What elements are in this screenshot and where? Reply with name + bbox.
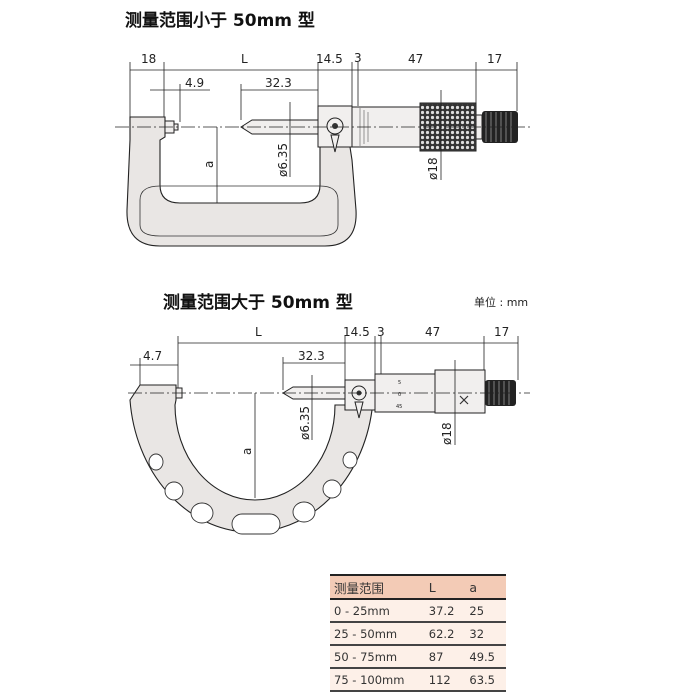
header-range: 测量范围 [330,574,425,600]
dim-4-7: 4.7 [143,349,162,363]
lock-screw-icon [332,123,338,129]
large-type-title: 测量范围大于 50mm 型 [163,292,353,313]
lock-lever [330,134,340,153]
unit-label: 单位 : mm [474,295,528,309]
dim-32-3: 32.3 [298,349,325,363]
svg-text:45: 45 [396,404,402,410]
dim-17: 17 [494,325,509,339]
small-micrometer-drawing [115,102,530,247]
dim-4-9: 4.9 [185,76,204,90]
dim-18: 18 [141,52,156,66]
svg-text:0: 0 [398,392,401,398]
dim-phi-18: ø18 [426,157,440,180]
c-frame [129,384,373,533]
small-dimensions: 18 L 14.5 3 47 17 4.9 32.3 a ø6.35 ø18 [129,51,518,203]
header-a: a [465,574,506,600]
dim-47: 47 [425,325,440,339]
frame-recess [139,185,339,237]
dim-a: a [240,448,254,455]
dim-a: a [202,161,216,168]
dim-14-5: 14.5 [316,52,343,66]
header-L: L [424,574,466,600]
table-header: 测量范围 L a [330,574,506,600]
dim-47: 47 [408,52,423,66]
large-micrometer-drawing: 5 0 45 [128,369,530,535]
thimble [434,369,486,414]
svg-text:5: 5 [398,380,401,386]
frame-holes [148,451,358,535]
ratchet [485,380,516,406]
knurl-mark [459,395,469,405]
dim-phi-6-35: ø6.35 [276,143,290,177]
dim-L: L [255,325,262,339]
dim-L: L [241,52,248,66]
large-dimensions: 4.7 L 14.5 3 47 17 32.3 a ø6.35 ø18 [130,325,519,498]
lock-lever [354,401,364,419]
dim-3: 3 [354,51,362,65]
small-type-title: 测量范围小于 50mm 型 [125,10,315,31]
dim-3: 3 [377,325,385,339]
dim-32-3: 32.3 [265,76,292,90]
dim-14-5: 14.5 [343,325,370,339]
dim-17: 17 [487,52,502,66]
dim-phi-6-35: ø6.35 [298,406,312,440]
dim-phi-18: ø18 [440,422,454,445]
